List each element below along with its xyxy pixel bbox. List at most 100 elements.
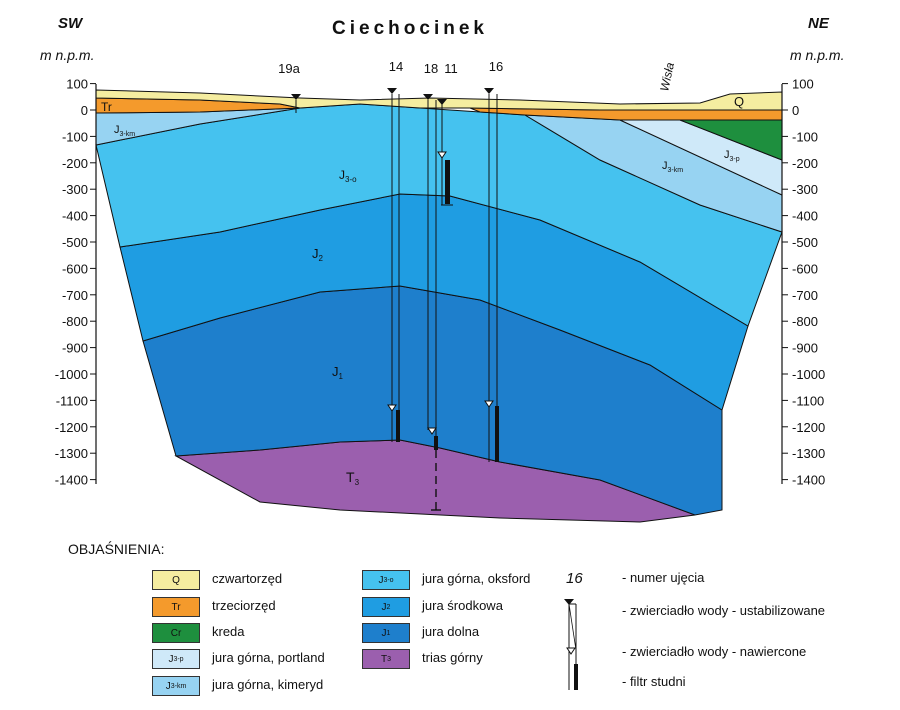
legend-swatch-code: Q <box>172 574 180 586</box>
unit-left: m n.p.m. <box>40 47 94 63</box>
right-axis-tick-label: -1200 <box>792 420 825 435</box>
left-axis-tick-label: -100 <box>62 129 88 144</box>
stratum-label-j1: J1 <box>332 364 344 381</box>
right-axis-tick-label: -900 <box>792 341 818 356</box>
legend-swatch-sub: 3-p <box>173 655 184 663</box>
left-axis-tick-label: -1000 <box>55 367 88 382</box>
legend-well-number: 16 <box>566 570 583 587</box>
legend-swatch-sub: 1 <box>386 629 391 637</box>
stratum-label-tr: Tr <box>101 100 112 114</box>
stratum-label-j2: J2 <box>312 246 324 263</box>
legend-label: czwartorzęd <box>212 571 283 586</box>
right-axis-tick-label: -400 <box>792 209 818 224</box>
well-label-11: 11 <box>444 61 458 76</box>
direction-sw: SW <box>58 15 84 32</box>
legend-swatch-code: J <box>165 680 171 692</box>
right-axis-tick-label: -200 <box>792 156 818 171</box>
right-axis-tick-label: -800 <box>792 314 818 329</box>
legend-swatch-code: J <box>378 574 384 586</box>
right-axis-tick-label: -1100 <box>792 393 824 408</box>
right-axis-tick-label: 0 <box>792 103 799 118</box>
legend-swatch-sub: 2 <box>386 603 391 611</box>
legend-symbol-label-4: - filtr studni <box>622 674 686 689</box>
legend-symbol-label-3: - zwierciadło wody - nawiercone <box>622 644 807 659</box>
right-axis-tick-label: 100 <box>792 77 814 92</box>
legend-well-symbol: 16 <box>564 570 583 690</box>
left-axis-tick-label: -800 <box>62 314 88 329</box>
direction-ne: NE <box>808 15 830 32</box>
stratum-label-j3km-right: J3-km <box>662 160 683 174</box>
well-label-19a: 19a <box>278 61 300 76</box>
left-axis-tick-label: -300 <box>62 182 88 197</box>
left-axis-tick-label: -500 <box>62 235 88 250</box>
well-16 <box>484 88 499 462</box>
legend-swatch: Cr <box>152 623 200 643</box>
left-axis-tick-label: 0 <box>81 103 88 118</box>
legend-swatch-code: Tr <box>171 601 181 613</box>
well-18 <box>423 94 438 450</box>
legend-label: trzeciorzęd <box>212 598 276 613</box>
legend-swatch: Tr <box>152 597 200 617</box>
right-axis-tick-label: -1300 <box>792 446 825 461</box>
left-axis-tick-label: -600 <box>62 261 88 276</box>
left-axis-tick-label: -200 <box>62 156 88 171</box>
right-depth-axis: 100 0 -100 -200 -300 -400 -500 -600 -700 -800 -900… <box>781 77 825 488</box>
stratum-label-j3p: J3-p <box>724 149 740 163</box>
well-19a <box>291 94 301 113</box>
well-label-16: 16 <box>489 59 503 74</box>
legend-swatch-code: J <box>381 627 387 639</box>
stratum-label-q: Q <box>734 94 744 109</box>
left-axis-tick-label: -700 <box>62 288 88 303</box>
legend-swatch-sub: 3 <box>387 655 391 663</box>
legend-swatch-sub: 3-o <box>383 576 394 584</box>
left-axis-tick-label: -1100 <box>56 393 88 408</box>
legend-swatch-code: J <box>381 601 387 613</box>
legend-label: trias górny <box>422 650 483 665</box>
legend-heading: OBJAŚNIENIA: <box>68 541 165 557</box>
left-axis-tick-label: -1300 <box>55 446 88 461</box>
stratum-label-t3: T3 <box>346 469 360 487</box>
left-axis-tick-label: -400 <box>62 209 88 224</box>
well-label-18: 18 <box>424 61 438 76</box>
legend-swatch: Q <box>152 570 200 590</box>
river-label: Wisła <box>657 61 677 93</box>
unit-right: m n.p.m. <box>790 47 844 63</box>
right-axis-tick-label: -700 <box>792 288 818 303</box>
right-axis-tick-label: -600 <box>792 261 818 276</box>
well-14 <box>387 88 400 442</box>
left-depth-axis: 100 0 -100 -200 -300 -400 -500 -600 -700 -800 -900… <box>55 77 97 488</box>
left-axis-tick-label: -1200 <box>55 420 88 435</box>
legend-label: jura górna, oksford <box>422 571 531 586</box>
legend-swatch-code: J <box>168 653 174 665</box>
left-axis-tick-label: 100 <box>66 77 88 92</box>
stratum-label-j3km-left: J3-km <box>114 124 135 138</box>
legend-swatch-code: T <box>380 653 388 665</box>
right-axis-tick-label: -100 <box>792 129 818 144</box>
well-label-14: 14 <box>389 59 403 74</box>
legend-label: jura dolna <box>422 624 480 639</box>
stratum-label-j3o: J3-o <box>339 168 357 184</box>
right-axis-tick-label: -1000 <box>792 367 825 382</box>
diagram-title: Ciechocinek <box>332 18 488 39</box>
legend-label: jura górna, portland <box>212 650 325 665</box>
legend-symbol-label-1: - numer ujęcia <box>622 570 705 585</box>
legend-label: kreda <box>212 624 245 639</box>
legend-swatch-code: Cr <box>170 627 182 639</box>
right-axis-tick-label: -500 <box>792 235 818 250</box>
well-11 <box>431 99 453 511</box>
left-axis-tick-label: -1400 <box>55 473 88 488</box>
right-axis-tick-label: -300 <box>792 182 818 197</box>
legend-label: jura środkowa <box>422 598 503 613</box>
legend-swatch-sub: 3-km <box>170 682 187 690</box>
right-axis-tick-label: -1400 <box>792 473 825 488</box>
legend-symbol-label-2: - zwierciadło wody - ustabilizowane <box>622 603 826 618</box>
left-axis-tick-label: -900 <box>62 341 88 356</box>
